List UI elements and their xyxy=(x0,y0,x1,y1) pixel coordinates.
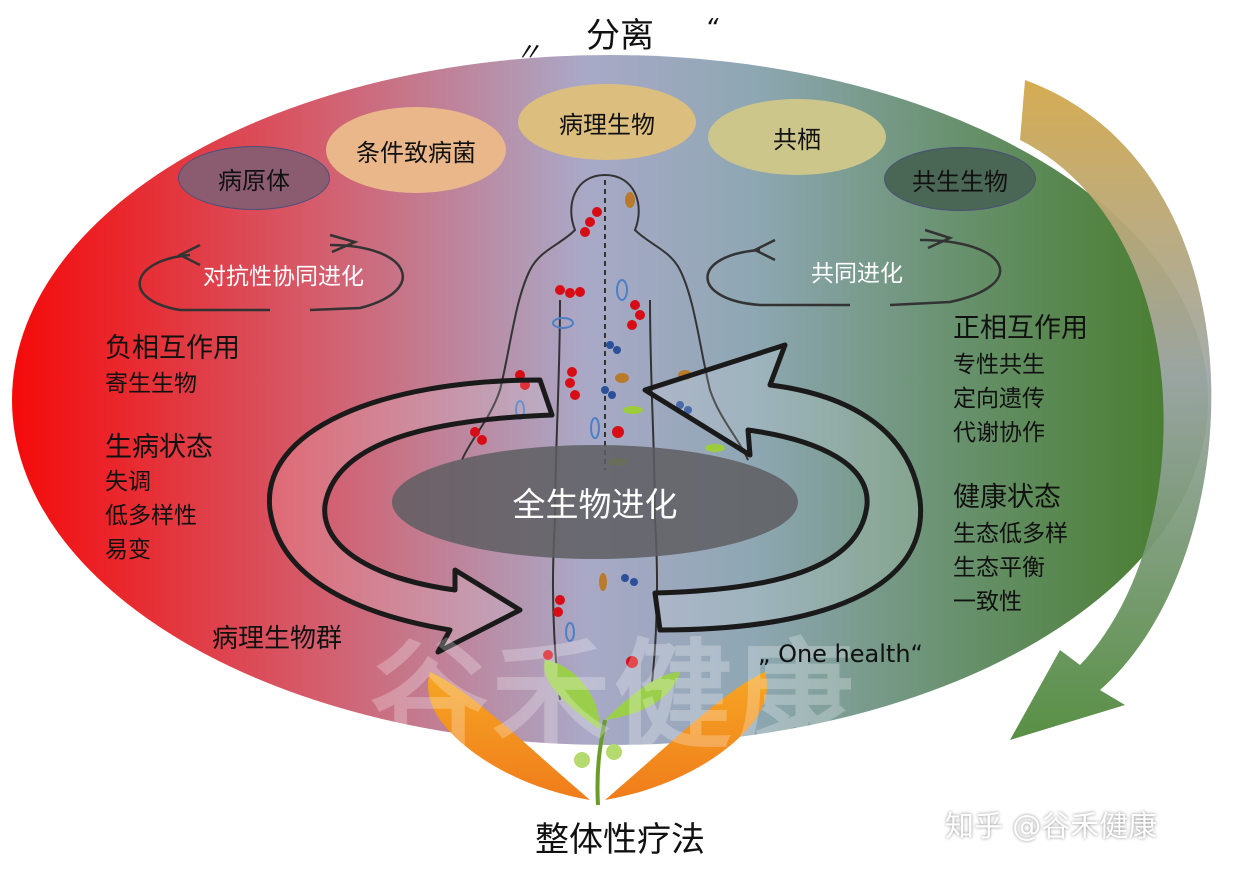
right-cycle-arrows xyxy=(706,228,1002,307)
center-ellipse xyxy=(392,445,798,559)
right-interaction-item: 代谢协作 xyxy=(953,420,1045,446)
bubble-commensal: 共栖 xyxy=(708,99,886,175)
bubble-pathogen: 病原体 xyxy=(178,146,330,210)
right-state-item: 一致性 xyxy=(953,589,1022,615)
right-state-item: 生态平衡 xyxy=(953,555,1045,581)
left-big-arrow xyxy=(266,377,555,655)
right-interaction-item: 定向遗传 xyxy=(953,386,1045,412)
right-interaction-title: 正相互作用 xyxy=(953,313,1088,344)
left-state-item: 低多样性 xyxy=(105,503,197,529)
right-big-arrow xyxy=(642,342,924,633)
side-arrow xyxy=(1010,80,1212,740)
one-health-label: „ One health“ xyxy=(758,640,923,668)
quote-left: 〃 xyxy=(515,38,542,68)
quote-right: “ xyxy=(705,14,719,44)
hands xyxy=(428,672,767,800)
left-state-item: 易变 xyxy=(105,537,151,563)
left-interaction-item: 寄生生物 xyxy=(105,371,197,397)
bottom-label: 整体性疗法 xyxy=(535,820,705,860)
sprout xyxy=(544,660,680,806)
title-separation: 〃 分离 “ xyxy=(0,8,1240,68)
right-state-title: 健康状态 xyxy=(953,482,1061,513)
left-interaction-title: 负相互作用 xyxy=(105,333,240,364)
left-group-label: 病理生物群 xyxy=(212,624,343,654)
bubble-opportunistic: 条件致病菌 xyxy=(326,107,506,193)
left-coevolution: 对抗性协同进化 xyxy=(203,264,364,290)
left-state-title: 生病状态 xyxy=(105,432,213,463)
main-ellipse xyxy=(12,55,1208,745)
left-state-item: 失调 xyxy=(105,469,151,495)
left-cycle-arrows xyxy=(138,233,404,312)
right-coevolution: 共同进化 xyxy=(811,261,903,287)
center-label: 全生物进化 xyxy=(512,485,678,524)
bubble-pathobiont: 病理生物 xyxy=(518,84,696,160)
watermark: 谷禾健康 xyxy=(370,627,859,765)
right-state-item: 生态低多样 xyxy=(953,521,1068,547)
title-text: 分离 xyxy=(586,16,654,56)
credit-watermark: 知乎 @谷禾健康 xyxy=(945,809,1158,843)
right-interaction-item: 专性共生 xyxy=(953,352,1045,378)
bubble-symbiont: 共生生物 xyxy=(884,147,1036,211)
